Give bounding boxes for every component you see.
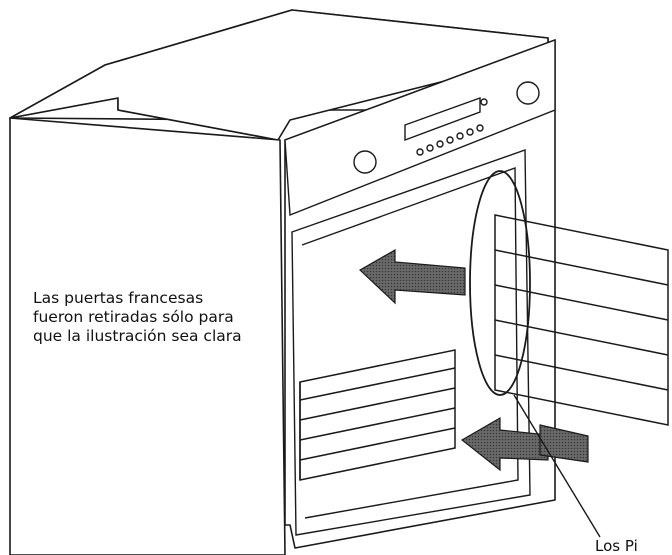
side-rack bbox=[494, 214, 669, 426]
note-line-3: que la ilustración sea clara bbox=[33, 327, 242, 345]
control-panel bbox=[284, 38, 556, 217]
front-rack bbox=[299, 349, 456, 481]
front-rack-wire-3 bbox=[299, 407, 456, 441]
button-5 bbox=[456, 132, 464, 140]
side-rack-frame bbox=[494, 214, 669, 426]
direction-arrows bbox=[358, 248, 589, 472]
knob-right bbox=[516, 81, 540, 105]
button-7 bbox=[476, 124, 484, 132]
illustration-note: Las puertas francesas fueron retiradas s… bbox=[33, 289, 293, 346]
side-rack-wire-1 bbox=[494, 249, 669, 286]
button-3 bbox=[436, 140, 444, 148]
callout-leader-line bbox=[513, 394, 601, 538]
note-line-1: Las puertas francesas bbox=[33, 289, 204, 307]
cabinet-top-face bbox=[9, 9, 549, 141]
knob-left bbox=[353, 150, 377, 174]
side-rack-wire-2 bbox=[494, 284, 669, 321]
cabinet-left-side bbox=[9, 117, 286, 555]
arrow-lower-right-icon bbox=[539, 424, 589, 463]
front-rack-wire-4 bbox=[299, 427, 456, 461]
display-window bbox=[404, 97, 481, 142]
small-knob bbox=[480, 98, 488, 106]
side-rack-wire-4 bbox=[494, 354, 669, 391]
button-1 bbox=[416, 148, 424, 156]
callout-label: Los Pi bbox=[595, 537, 638, 555]
note-line-2: fueron retiradas sólo para bbox=[33, 308, 234, 326]
front-rack-wire-2 bbox=[299, 387, 456, 421]
side-rack-wire-3 bbox=[494, 319, 669, 356]
arrow-left-icon bbox=[358, 248, 466, 305]
button-2 bbox=[426, 144, 434, 152]
front-rack-wire-1 bbox=[299, 367, 456, 401]
button-4 bbox=[446, 136, 454, 144]
button-6 bbox=[466, 128, 474, 136]
rack-guide-highlight bbox=[469, 170, 531, 396]
